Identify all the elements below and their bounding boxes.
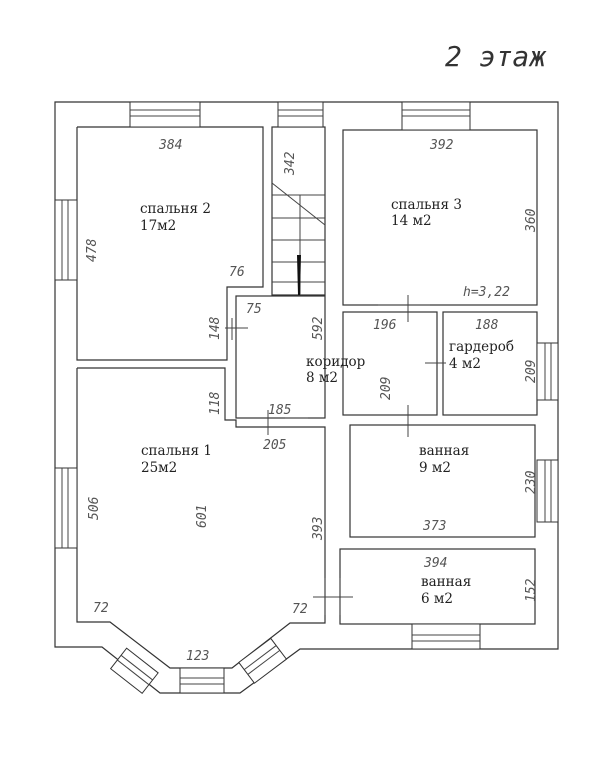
dimension: 75 [246,302,262,317]
dimension: 342 [283,151,298,176]
dimension: 360 [524,208,539,233]
window-icon [238,637,288,684]
dimension: 393 [311,517,326,541]
dimension: 123 [186,649,209,664]
window-icon [179,667,225,694]
dimension: 209 [379,377,394,400]
window-icon [536,459,559,523]
window-icon [401,101,471,131]
stair-arrow-icon [297,255,301,295]
dimension: 72 [93,601,109,616]
dimension: 118 [208,391,223,415]
dimension: 188 [475,318,499,333]
room-name: коридор [306,354,365,370]
room-area: 17м2 [140,218,176,234]
windows [54,101,559,695]
dimension: 373 [422,519,446,534]
room-name: гардероб [449,339,514,355]
room-name: ванная [419,443,469,459]
dimension: 601 [195,505,210,528]
window-icon [536,342,559,401]
bath1-walls [349,424,536,538]
room-area: 4 м2 [449,356,481,372]
dimension: 230 [524,470,539,494]
room-area: 14 м2 [391,213,432,229]
window-icon [277,101,324,128]
dimension: 478 [85,238,100,262]
room-area: 8 м2 [306,370,338,386]
room-name: ванная [421,574,471,590]
dimension: 384 [158,138,182,153]
dimension: 392 [429,138,454,153]
dimension: 209 [524,360,539,383]
room-area: 25м2 [141,460,177,476]
window-icon [54,467,78,549]
corridor-left [235,295,326,419]
dimension: 148 [208,316,223,340]
window-icon [54,199,78,281]
bay-inner-wall [76,367,326,669]
room-area: 6 м2 [421,591,453,607]
dimension: 72 [292,602,308,617]
dimension: 592 [311,316,326,340]
window-icon [129,101,201,128]
dimension: 152 [524,578,539,602]
bedroom2-walls [76,126,264,361]
bedroom3-walls [342,129,538,306]
dimension: 76 [229,265,245,280]
doors [225,295,446,615]
floor-title: 2 этаж [445,40,547,73]
outer-wall [54,101,559,694]
dimension: 506 [87,496,102,520]
room-name: спальня 3 [391,197,462,213]
dimension: 196 [373,318,397,333]
ceiling-height: h=3,22 [463,285,510,300]
room-name: спальня 1 [141,443,212,459]
room-name: спальня 2 [140,201,211,217]
dimension: 205 [263,438,287,453]
dimension: 394 [423,556,447,571]
room-area: 9 м2 [419,460,451,476]
window-icon [109,647,159,695]
dimension: 185 [268,403,292,418]
window-icon [411,623,481,650]
